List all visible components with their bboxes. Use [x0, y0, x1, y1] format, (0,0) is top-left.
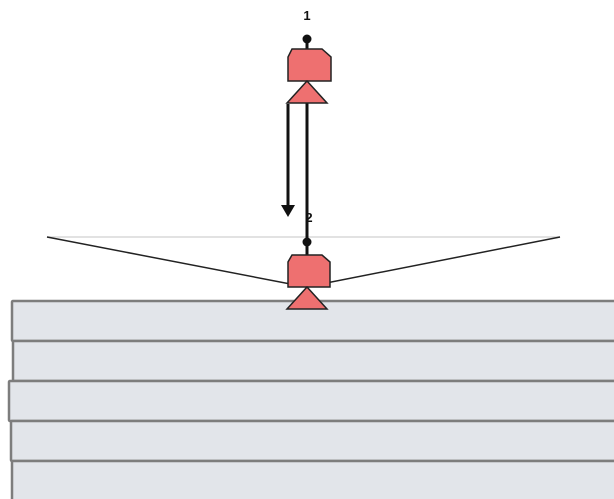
- camera-1-lens: [285, 79, 329, 104]
- camera-1-body: [287, 48, 332, 82]
- camera-2-lens: [285, 285, 329, 310]
- camera-2-label: 2: [305, 210, 312, 225]
- camera-1: 1: [285, 8, 332, 104]
- layer-stack: [7, 299, 614, 499]
- layer-2: [11, 339, 614, 383]
- layer-5: [10, 459, 614, 499]
- layer-4: [9, 419, 614, 463]
- fov-left-line: [46, 236, 307, 288]
- camera-2-body: [287, 254, 331, 288]
- fov-right-line: [305, 236, 561, 288]
- movement-lines: [281, 103, 309, 238]
- camera-1-label: 1: [303, 8, 310, 23]
- camera-2: 2: [285, 210, 331, 310]
- movement-arrow-head: [281, 205, 295, 217]
- layer-3: [7, 379, 614, 423]
- field-of-view: [46, 236, 561, 288]
